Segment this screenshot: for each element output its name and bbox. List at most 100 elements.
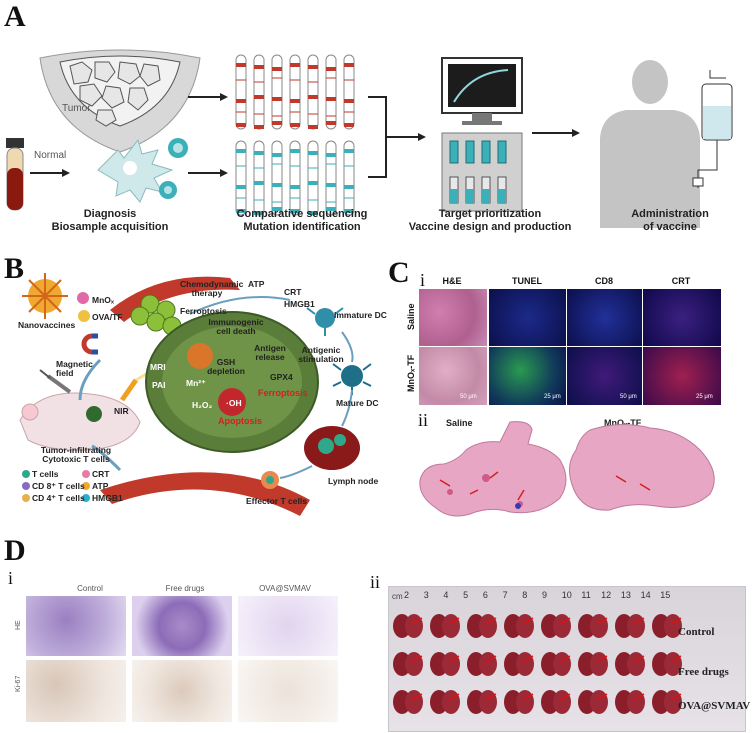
blood-tube-illustration (6, 138, 24, 211)
panel-c-sub-ii: ii (418, 410, 429, 430)
he-mnox-tile (418, 346, 488, 406)
panel-d-sub-i: i (8, 568, 14, 588)
lung-specimen (504, 614, 534, 638)
lung-specimen (393, 614, 423, 638)
tunel-mnox-tile (488, 346, 568, 406)
nir-label: NIR (114, 406, 129, 416)
he-saline-tile (418, 288, 488, 348)
row-mnox-tf: MnOₓ-TF (406, 354, 416, 392)
legend-cd8: CD 8⁺ T cells (32, 481, 85, 491)
caption-target-line1: Target prioritization (438, 208, 542, 220)
caption-sequencing-line1: Comparative sequencing (236, 208, 368, 220)
ruler-number: 13 (620, 590, 631, 600)
ruler-number: 8 (522, 590, 528, 600)
caption-sequencing-line2: Mutation identification (243, 221, 361, 233)
gpx4-label: GPX4 (270, 372, 293, 382)
arrow-4 (532, 129, 580, 137)
oh-label: ·OH (226, 398, 242, 408)
arrow-3 (30, 169, 70, 177)
lungs-illustration (393, 614, 682, 714)
immature-dc-icon (306, 307, 344, 336)
caption-target-line2: Vaccine design and production (408, 221, 572, 233)
legend-hmgb1: HMGB1 (92, 493, 123, 503)
lung-specimen (578, 652, 608, 676)
lung-specimen (430, 690, 460, 714)
pai-label: PAI (152, 380, 166, 390)
antigenic-stim-label: Antigenic stimulation (298, 345, 344, 364)
normal-chromosome (289, 140, 301, 216)
caption-diagnosis-line1: Diagnosis (83, 208, 137, 220)
col-he: H&E (442, 276, 462, 286)
lung-specimen (541, 652, 571, 676)
merge-bracket-arrow (368, 96, 426, 178)
lung-specimen (504, 652, 534, 676)
h2o2-label: H₂O₂ (192, 400, 213, 410)
crt-label: CRT (284, 287, 302, 297)
crt-saline-tile (642, 288, 722, 348)
he-control-tile (26, 596, 126, 656)
he-ova-tile (238, 596, 338, 656)
ruler-number: 2 (404, 590, 410, 600)
panel-b-letter: B (4, 252, 25, 285)
legend-atp: ATP (92, 481, 109, 491)
tumor-tissue-illustration (39, 49, 201, 153)
scale-tunel: 25 μm (544, 394, 561, 400)
group-control-label: Control (678, 626, 715, 638)
ruler-number: 10 (561, 590, 572, 600)
arrow-2 (188, 169, 228, 177)
lung-specimen (615, 652, 645, 676)
chromosome-illustration (235, 54, 355, 216)
tumor-chromosome (325, 54, 337, 130)
gsh-label: GSH depletion (207, 357, 245, 376)
normal-label: Normal (34, 150, 67, 161)
tumor-chromosome (289, 54, 301, 130)
hmgb1-label: HMGB1 (284, 299, 315, 309)
lung-specimen (578, 614, 608, 638)
cd8-saline-tile (566, 288, 644, 348)
lung-specimen (467, 690, 497, 714)
nanovaccines-label: Nanovaccines (18, 320, 76, 330)
normal-chromosome (307, 140, 319, 216)
lung-specimen (615, 690, 645, 714)
ki67-ova-tile (238, 660, 338, 722)
tumor-label: Tumor (62, 103, 91, 114)
ruler-number: 9 (542, 590, 548, 600)
caption-administration-line2: of vaccine (643, 221, 697, 233)
panel-d-sub-ii: ii (370, 572, 381, 592)
ruler-number: 7 (502, 590, 508, 600)
apoptosis-label: Apoptosis (218, 416, 262, 426)
row-ki67: Ki-67 (15, 675, 22, 692)
tunel-saline-tile (488, 288, 568, 348)
ki67-control-tile (26, 660, 126, 722)
normal-chromosome (271, 140, 283, 216)
lung-specimen (652, 690, 682, 714)
mnox-label: MnOₓ (92, 295, 114, 305)
ruler-number: 15 (660, 590, 671, 600)
lung-specimen (467, 614, 497, 638)
arrow-1 (188, 93, 228, 101)
dendritic-cell-illustration (97, 138, 188, 203)
tissue-section-saline (419, 421, 567, 517)
nanovaccine-icon (22, 273, 68, 319)
mri-label: MRI (150, 362, 166, 372)
col-ova: OVA@SVMAV (259, 584, 311, 593)
col-free-drugs: Free drugs (165, 584, 205, 593)
lung-specimen (430, 614, 460, 638)
panel-c-sub-i: i (420, 270, 426, 290)
tumor-chromosome (307, 54, 319, 130)
panel-d-letter: D (4, 534, 26, 567)
lung-specimen (393, 652, 423, 676)
legend-t-cells: T cells (32, 469, 59, 479)
tumor-chromosome (271, 54, 283, 130)
computer-monitor-illustration (441, 57, 523, 125)
lung-specimen (652, 614, 682, 638)
scale-crt: 25 μm (696, 394, 713, 400)
section-saline-label: Saline (446, 418, 473, 428)
group-ova-label: OVA@SVMAV (678, 700, 751, 712)
effector-label: Effector T cells (246, 496, 307, 506)
ruler-number: 4 (443, 590, 449, 600)
tumor-chromosome (253, 54, 265, 130)
